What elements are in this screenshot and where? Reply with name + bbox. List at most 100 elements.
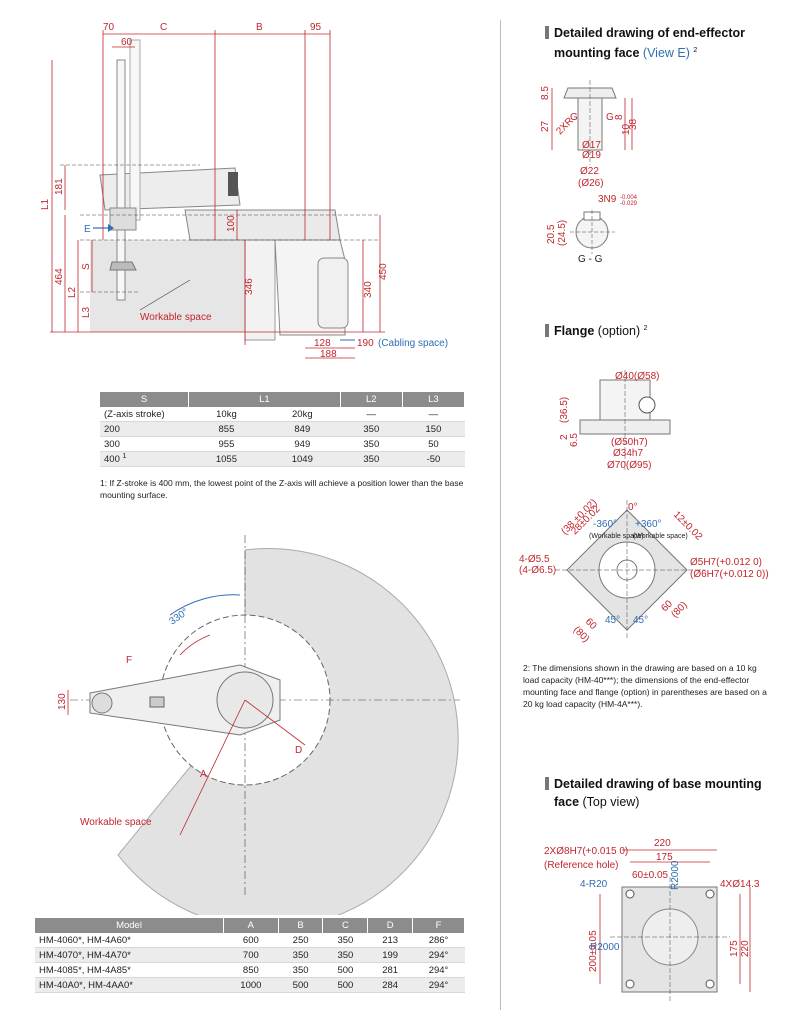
- flange-dim: Ø34h7: [613, 448, 643, 459]
- ee-dim: G: [570, 112, 578, 123]
- table-cell: 250: [278, 933, 323, 948]
- table-cell: 300: [100, 436, 189, 452]
- table-cell: 1000: [223, 977, 279, 993]
- base-dim: 2XØ8H7(+0.015 0): [544, 846, 628, 857]
- flange-top-drawing: (38 ±0.02) 28±0.02 12±0.02 -360° +360° (…: [519, 497, 769, 645]
- base-title: Detailed drawing of base mounting face (…: [545, 775, 795, 811]
- ee-dim: Ø17: [582, 140, 601, 151]
- table-cell: 400 1: [100, 451, 189, 467]
- dim-100: 100: [226, 215, 237, 232]
- dim-d: D: [295, 745, 302, 756]
- table-cell: 150: [402, 421, 465, 437]
- table-cell: 284: [367, 977, 413, 993]
- title-view-e: (View E): [642, 46, 690, 61]
- dim-340: 340: [363, 281, 374, 298]
- model-table: Model A B C D F HM-4060*, HM-4A60* 600 2…: [35, 918, 465, 993]
- keyway-dim: 3N9: [598, 194, 617, 205]
- table-cell: 500: [322, 962, 368, 978]
- table-cell: HM-4085*, HM-4A85*: [35, 962, 224, 978]
- flange-title: Flange (option) 2: [545, 320, 648, 340]
- flange-dim: Ø70(Ø95): [607, 460, 651, 471]
- base-dim: R2000: [670, 860, 681, 890]
- header-d: D: [367, 918, 414, 933]
- flange-top-label: (Workable space): [633, 533, 688, 540]
- flange-top-angle: -360°: [593, 519, 617, 530]
- base-title-note: (Top view): [582, 795, 640, 809]
- table-cell: 1055: [188, 451, 265, 467]
- keyway-tol-top: -0.004: [620, 195, 638, 201]
- header-f: F: [412, 918, 465, 933]
- flange-top-dim: (Ø6H7(+0.012 0)): [690, 569, 769, 580]
- table-cell: 213: [367, 933, 413, 948]
- flange-top-dim: Ø5H7(+0.012 0): [690, 557, 762, 568]
- section-label: G - G: [578, 254, 603, 265]
- base-title-line-1: Detailed drawing of base mounting: [554, 777, 762, 791]
- dim-f: F: [126, 655, 132, 666]
- table-cell: 850: [223, 962, 279, 978]
- footnote-marker: 2: [693, 47, 698, 54]
- base-dim: 175: [656, 852, 673, 863]
- dim-l3: L3: [81, 306, 92, 318]
- table-cell: 200: [100, 421, 189, 437]
- angle-330: 330°: [167, 607, 190, 628]
- title-line-2: mounting face: [554, 46, 640, 61]
- ee-dim: 8: [614, 114, 625, 120]
- flange-dim: (36.5): [559, 397, 570, 423]
- table-cell: 350: [278, 947, 323, 963]
- flange-top-angle: 0°: [628, 502, 638, 513]
- table-cell: 600: [223, 933, 279, 948]
- dim-c: C: [160, 22, 167, 33]
- header-l3: L3: [402, 392, 466, 407]
- ee-dim: Ø22: [580, 166, 599, 177]
- base-dim: 175: [729, 940, 740, 957]
- table-cell: —: [340, 407, 403, 422]
- table-row: HM-4085*, HM-4A85* 850 350 500 281 294°: [35, 962, 465, 978]
- flange-top-dim: 4-Ø5.5: [519, 554, 550, 565]
- footnote-marker: 1: [122, 452, 127, 460]
- section-bar: [545, 324, 549, 338]
- top-workable-label: Workable space: [80, 817, 152, 828]
- dim-70: 70: [103, 22, 115, 33]
- base-dim: 4-R20: [580, 879, 608, 890]
- flange-top-dim: (4-Ø6.5): [519, 565, 556, 576]
- table-cell: 700: [223, 947, 279, 963]
- section-bar: [545, 777, 549, 790]
- header-s: S: [100, 392, 189, 407]
- base-dim: 220: [654, 838, 671, 849]
- base-title-line-2: face: [554, 795, 580, 809]
- column-divider: [500, 20, 501, 1010]
- table-cell: 286°: [412, 933, 465, 948]
- section-dim: (24.5): [557, 220, 568, 246]
- table-cell: 500: [278, 977, 323, 993]
- base-dim: 200±0.05: [588, 930, 599, 972]
- view-e-label: E: [84, 224, 91, 235]
- table-row: HM-4060*, HM-4A60* 600 250 350 213 286°: [35, 933, 465, 948]
- dim-188: 188: [320, 349, 337, 360]
- dim-60: 60: [121, 37, 133, 48]
- flange-dim: 2: [559, 434, 570, 440]
- dim-346: 346: [244, 278, 255, 295]
- flange-top-angle: +360°: [635, 519, 662, 530]
- table-cell: 50: [402, 436, 465, 452]
- table-cell: HM-40A0*, HM-4AA0*: [35, 977, 224, 993]
- flange-dim: 6.5: [569, 433, 580, 447]
- header-b: B: [278, 918, 324, 933]
- flange-title-text: Flange: [554, 324, 595, 339]
- table-row: 300 955 949 350 50: [100, 436, 465, 452]
- table-row: HM-4070*, HM-4A70* 700 350 350 199 294°: [35, 947, 465, 963]
- flange-dim: (Ø50h7): [611, 437, 648, 448]
- gg-section-drawing: 3N9 -0.004 -0.029 20.5 (24.5) G - G: [546, 194, 638, 265]
- dim-190: 190: [357, 338, 374, 349]
- table-cell: 350: [278, 962, 323, 978]
- table-cell: 350: [322, 947, 368, 963]
- table-cell: 350: [340, 451, 403, 467]
- dim-s: S: [81, 263, 92, 270]
- flange-top-angle: 45°: [633, 615, 648, 626]
- table-cell: 20kg: [264, 407, 341, 422]
- table-cell: (Z-axis stroke): [100, 407, 189, 422]
- table-cell: 1049: [264, 451, 341, 467]
- ee-dim: 8.5: [540, 86, 551, 100]
- table-cell: 500: [322, 977, 368, 993]
- flange-title-note: (option): [597, 324, 641, 339]
- side-view-drawing: 70 C B 95 60 L1 181 464 L2 L3 S 450 340 …: [40, 22, 448, 360]
